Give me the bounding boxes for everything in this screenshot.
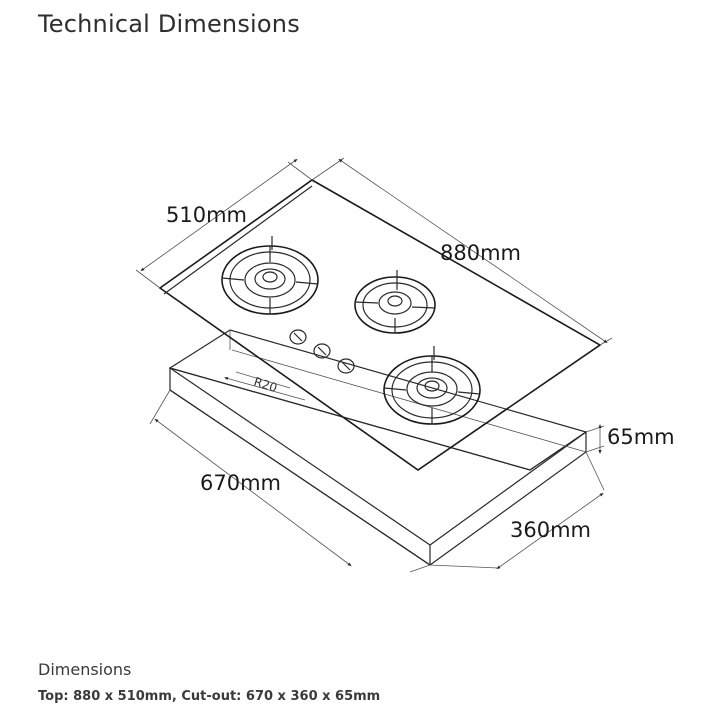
cutout-height-label: 65mm [607,425,675,449]
dimension-cutout-depth: 360mm [429,451,605,570]
cutout-depth-label: 360mm [510,518,591,542]
corner-radius-callout: R20 [224,371,306,401]
corner-radius-label: R20 [252,375,279,396]
burner-right [383,346,481,425]
burner-left [221,236,319,315]
top-width-label: 880mm [440,241,521,265]
control-knobs [289,329,355,374]
dimension-top-depth: 510mm [135,158,313,289]
dimension-cutout-width: 670mm [149,389,431,573]
specs-text: Top: 880 x 510mm, Cut-out: 670 x 360 x 6… [38,689,381,704]
burner-center [354,270,436,334]
top-depth-label: 510mm [166,203,247,227]
dimension-top-width: 880mm [311,157,613,346]
page-title: Technical Dimensions [38,10,300,38]
dimension-cutout-height: 65mm [585,424,675,454]
specs-heading: Dimensions [38,660,132,679]
cutout-width-label: 670mm [200,471,281,495]
